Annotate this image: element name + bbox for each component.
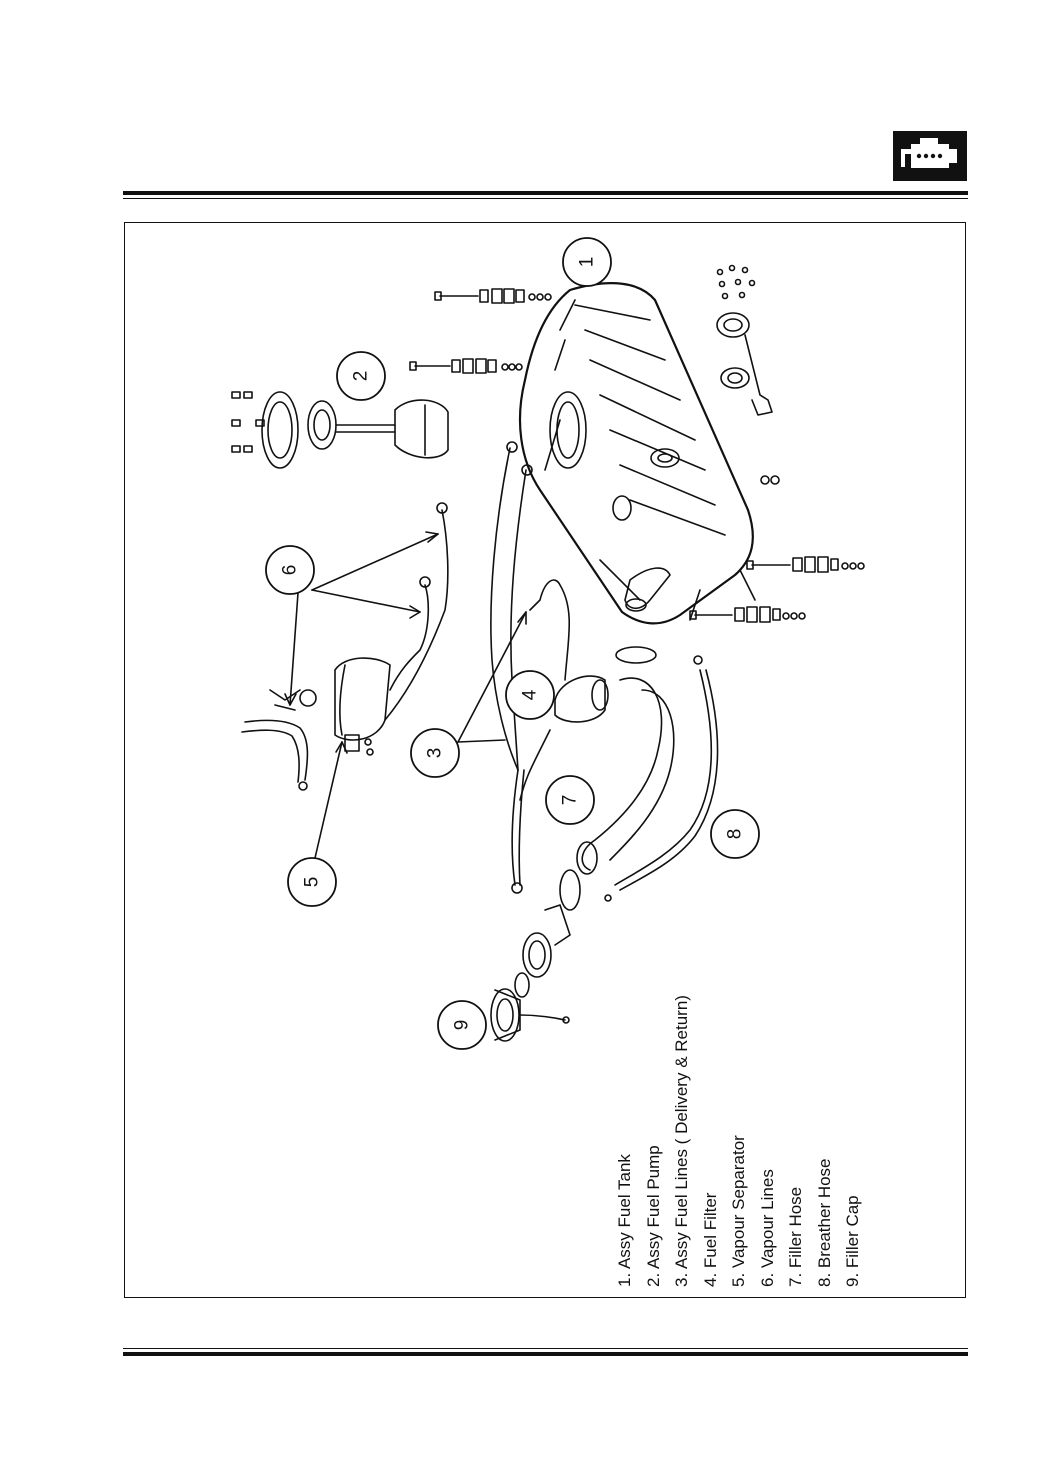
callout-number-7: 7 (560, 795, 581, 806)
legend-item: 6. Vapour Lines (757, 1169, 777, 1287)
fuel-sender-unit (716, 264, 773, 416)
diagram-frame (124, 222, 966, 1298)
callout-circle-5 (287, 857, 337, 907)
callout-number-4: 4 (520, 689, 541, 700)
legend-item: 9. Filler Cap (843, 1195, 862, 1287)
header-rule-thin (123, 198, 968, 199)
callout-circle-8 (710, 809, 760, 859)
callout-circle-2 (336, 351, 386, 401)
callout-number-8: 8 (725, 829, 746, 840)
parts-legend: 1. Assy Fuel Tank 2. Assy Fuel Pump 3. A… (611, 967, 871, 1287)
callout-circle-9 (437, 1000, 487, 1050)
legend-item: 8. Breather Hose (814, 1158, 834, 1287)
callout-leaders (284, 531, 527, 859)
legend-item: 5. Vapour Separator (729, 1135, 748, 1287)
callout-number-9: 9 (452, 1020, 473, 1031)
fuel-lines (490, 441, 533, 894)
legend-item: 1. Assy Fuel Tank (615, 1154, 634, 1287)
filler-cap-part (490, 988, 570, 1042)
callout-number-3: 3 (425, 748, 446, 759)
breather-hose-part (604, 655, 719, 902)
engine-icon (893, 131, 967, 181)
legend-item: 3. Assy Fuel Lines ( Delivery & Return) (672, 995, 691, 1287)
legend-item: 2. Assy Fuel Pump (643, 1145, 663, 1287)
legend-item: 7. Filler Hose (786, 1186, 805, 1287)
callout-number-2: 2 (351, 371, 372, 382)
callout-circle-4 (505, 670, 555, 720)
header-rule-thick (123, 191, 968, 195)
footer-rule-thin (123, 1348, 968, 1349)
legend-item: 4. Fuel Filter (700, 1192, 720, 1287)
fuel-filter-part (519, 579, 609, 801)
callout-circle-1 (562, 237, 612, 287)
fuel-tank-part (518, 282, 756, 625)
callout-number-5: 5 (302, 877, 323, 888)
callout-circle-7 (545, 775, 595, 825)
callout-number-6: 6 (280, 565, 301, 576)
footer-rule-thick (123, 1352, 968, 1356)
callout-number-1: 1 (577, 257, 598, 268)
vapour-separator-part (241, 502, 449, 791)
tank-mount-bolts (409, 288, 865, 623)
callout-circle-3 (410, 728, 460, 778)
filler-hose-part (514, 646, 675, 998)
callout-circle-6 (265, 545, 315, 595)
fuel-pump-assembly (231, 391, 449, 469)
